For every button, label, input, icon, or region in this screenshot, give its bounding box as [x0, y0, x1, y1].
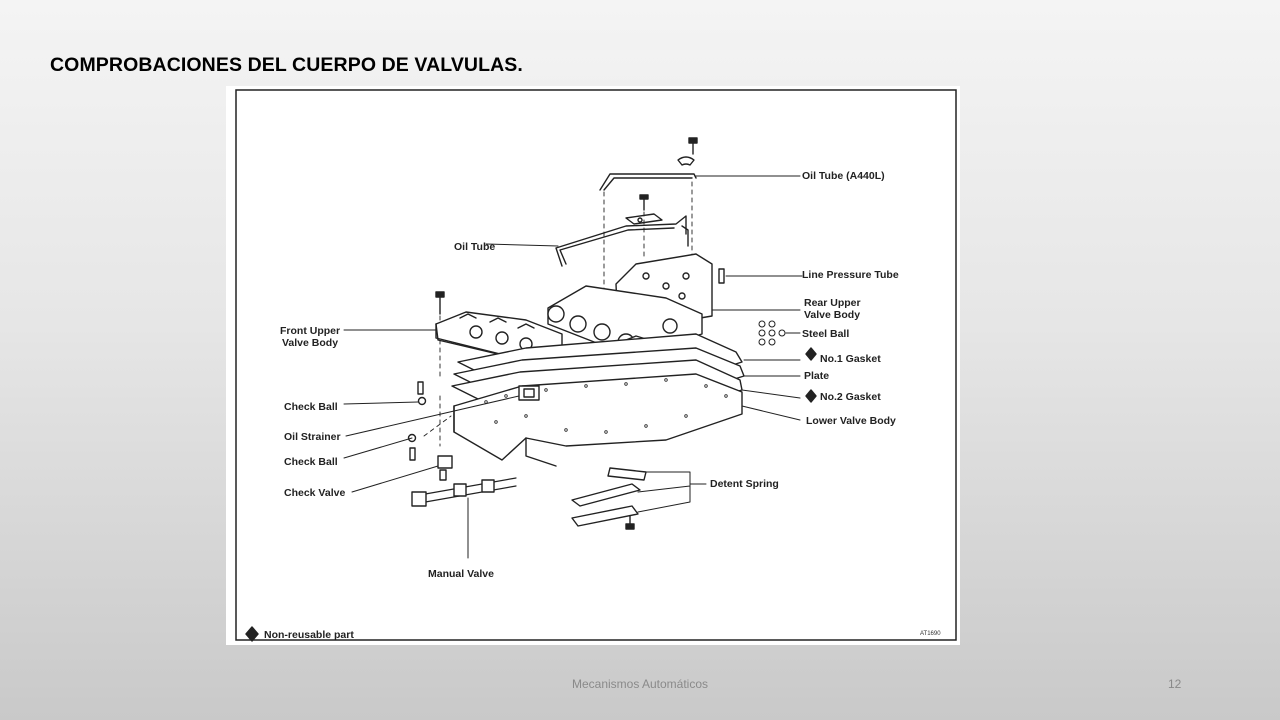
- figure-code: AT1690: [920, 631, 941, 637]
- label-oil-tube-a440l: Oil Tube (A440L): [802, 170, 885, 182]
- label-check-ball-1: Check Ball: [284, 401, 338, 413]
- valve-body-diagram: Oil Tube (A440L) Oil Tube Line Pressure …: [226, 86, 960, 645]
- label-check-ball-2: Check Ball: [284, 456, 338, 468]
- page-number: 12: [1168, 677, 1182, 691]
- label-front-upper-2: Valve Body: [282, 337, 338, 349]
- legend-diamond-icon: [245, 626, 259, 642]
- legend-non-reusable-part: Non-reusable part: [264, 629, 354, 641]
- footer-text: Mecanismos Automáticos: [571, 677, 709, 691]
- label-rear-upper-1: Rear Upper: [804, 297, 861, 309]
- label-detent-spring: Detent Spring: [710, 478, 779, 490]
- label-plate: Plate: [804, 370, 829, 382]
- figure-frame: [235, 89, 957, 641]
- label-check-valve: Check Valve: [284, 487, 345, 499]
- label-rear-upper-2: Valve Body: [804, 309, 860, 321]
- exploded-drawing: [245, 137, 817, 642]
- label-front-upper-1: Front Upper: [280, 325, 340, 337]
- label-manual-valve: Manual Valve: [428, 568, 494, 580]
- label-no2-gasket: No.2 Gasket: [820, 391, 881, 403]
- label-oil-tube: Oil Tube: [454, 241, 495, 253]
- label-lower-valve-body: Lower Valve Body: [806, 415, 896, 427]
- label-steel-ball: Steel Ball: [802, 328, 849, 340]
- label-oil-strainer: Oil Strainer: [284, 431, 341, 443]
- label-line-pressure-tube: Line Pressure Tube: [802, 269, 899, 281]
- label-no1-gasket: No.1 Gasket: [820, 353, 881, 365]
- slide-title: COMPROBACIONES DEL CUERPO DE VALVULAS.: [50, 54, 523, 76]
